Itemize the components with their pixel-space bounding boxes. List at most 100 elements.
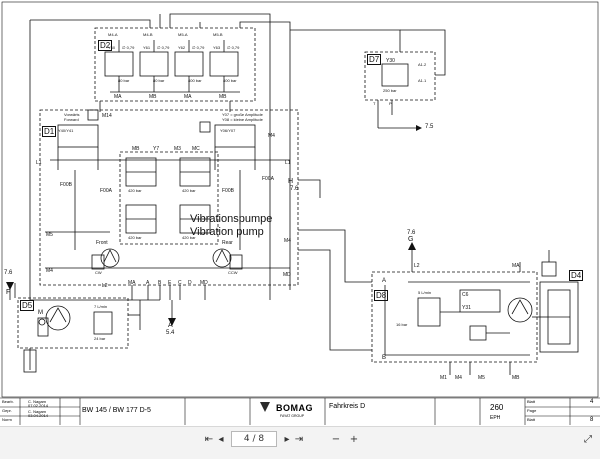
d08-c6: C6 — [462, 292, 469, 298]
d01-m4: M4 — [268, 133, 275, 139]
d02-label: D2 — [98, 40, 113, 51]
d08-m4: M4 — [455, 375, 462, 381]
ref-f-label: F — [6, 289, 11, 296]
tb-page-label: Page — [527, 408, 537, 413]
d07-label: D7 — [367, 54, 382, 65]
d05-pressure: 24 bar — [94, 336, 106, 341]
d02-port-label: M4-A — [108, 32, 118, 37]
first-page-icon[interactable]: ⇤ — [204, 434, 214, 445]
d01-p2: 420 bar — [182, 188, 196, 193]
d01-l1-left: L1 — [36, 160, 42, 166]
d02-valve-label: Y63 — [213, 45, 221, 50]
d01-right-valve: Y06/Y07 — [220, 128, 236, 133]
tb-gepr-date: 03.04.2014 — [28, 413, 49, 418]
d02-port: MA — [114, 94, 122, 100]
d08-a: A — [382, 278, 387, 284]
d08-y31: Y31 — [462, 305, 471, 311]
d02-block — [94, 27, 256, 102]
d01-bottom-port: E — [168, 280, 172, 286]
d02-valve-label: Y61 — [143, 45, 151, 50]
pdf-viewer-toolbar: ⇤ ◂ 4 / 8 ▸ ⇥ − + ⤢ — [0, 426, 600, 459]
d01-port: MB — [132, 146, 140, 152]
d02-valve-label: Y60 — [108, 45, 116, 50]
d01-port: Y7 — [153, 146, 160, 152]
d07-port: A1.2 — [418, 62, 427, 67]
tb-total-num: 8 — [590, 417, 594, 423]
last-page-icon[interactable]: ⇥ — [294, 434, 304, 445]
next-page-icon[interactable]: ▸ — [284, 434, 290, 445]
d01-bottom-port: D — [188, 280, 192, 286]
zoom-out-icon[interactable]: − — [331, 434, 341, 445]
tb-doc-code: EPH — [490, 415, 501, 421]
d02-orifice-label: ∅ 0,79 — [122, 45, 135, 50]
fullscreen-icon[interactable]: ⤢ — [584, 434, 592, 445]
pump-ccw-label: CCW — [228, 270, 238, 275]
d01-amplitude-small: Y08 = kleine Amplitude — [222, 117, 263, 122]
tb-bearb-date: 07.02.2014 — [28, 403, 49, 408]
d01-m5-right: MD — [283, 272, 291, 278]
d05-block — [17, 297, 129, 349]
d01-port: M3 — [174, 146, 181, 152]
ref-a-number: 5.4 — [166, 330, 175, 336]
d01-bottom-port: C — [178, 280, 182, 286]
d01-label: D1 — [42, 126, 57, 137]
d01-p3: 420 bar — [128, 235, 142, 240]
d01-f00b-right: F00B — [222, 188, 234, 194]
tb-label-bearb: Bearb. — [2, 399, 14, 404]
d01-bottom-port: A — [146, 280, 150, 286]
tb-title: Fahrkreis D — [329, 403, 366, 410]
tb-total-label: Blatt — [527, 417, 536, 422]
d07-valve-label: Y30 — [386, 58, 395, 64]
d08-l2: L2 — [414, 263, 420, 269]
d01-f00a-right: F00A — [262, 176, 274, 182]
page-number-input[interactable]: 4 / 8 — [231, 431, 277, 447]
prev-page-icon[interactable]: ◂ — [218, 434, 224, 445]
ref-75: 7.5 — [425, 124, 434, 130]
d02-port: MB — [149, 94, 157, 100]
d08-b: B — [382, 355, 387, 361]
title-block: Bearb. Gepr. Norm C. Nagam 07.02.2014 C.… — [0, 398, 600, 426]
d02-port: MA — [184, 94, 192, 100]
tb-model: BW 145 / BW 177 D-5 — [82, 407, 151, 414]
d08-label: D8 — [374, 290, 389, 301]
d01-amplitude-large: Y07 = große Amplitude — [222, 112, 263, 117]
d02-pressure: 80 bar — [153, 78, 165, 83]
d07-port: P — [389, 101, 392, 106]
d08-m1: M1 — [440, 375, 447, 381]
d01-m4-b: M4 — [46, 268, 53, 274]
d01-bottom-port: MD — [200, 280, 208, 286]
tb-label-gepr: Gepr. — [2, 408, 12, 413]
ref-f-number: 7.6 — [4, 270, 13, 276]
d01-m5: M5 — [46, 232, 53, 238]
tb-code: 260 — [490, 403, 504, 412]
d01-f00b-left: F00B — [60, 182, 72, 188]
tb-gepr-name: C. Nagam — [28, 409, 47, 414]
tb-sheet-label: Blatt — [527, 399, 536, 404]
d08-ma: MA — [512, 263, 520, 269]
d02-orifice-label: ∅ 0,79 — [227, 45, 240, 50]
pump-rear-label: Rear — [222, 240, 233, 246]
d01-p1: 420 bar — [128, 188, 142, 193]
ref-h-label: H — [288, 178, 294, 185]
hydraulic-schematic — [0, 1, 600, 425]
d01-bottom-port: B — [158, 280, 162, 286]
d01-l1-right: L1 — [285, 160, 291, 166]
tb-label-norm: Norm — [2, 417, 12, 422]
tb-sheet-num: 4 — [590, 399, 594, 405]
zoom-in-icon[interactable]: + — [349, 434, 359, 445]
d08-mb: MB — [512, 375, 520, 381]
ref-g-label: G — [408, 236, 414, 243]
d08-flow: 5 L/min — [418, 290, 432, 295]
pump-cw-label: CW — [95, 270, 102, 275]
d01-l2: L2 — [102, 283, 108, 289]
ref-a-label: A — [168, 322, 173, 329]
d01-block — [39, 109, 299, 286]
d05-label: D5 — [20, 300, 35, 311]
bomag-logo-icon — [260, 402, 270, 412]
d02-pressure: 400 bar — [188, 78, 202, 83]
d07-port: A1.1 — [418, 78, 427, 83]
d08-m5: M5 — [478, 375, 485, 381]
ref-h-number: 7.6 — [290, 186, 299, 192]
d02-port-label: M4-B — [143, 32, 153, 37]
d02-pressure: 400 bar — [223, 78, 237, 83]
